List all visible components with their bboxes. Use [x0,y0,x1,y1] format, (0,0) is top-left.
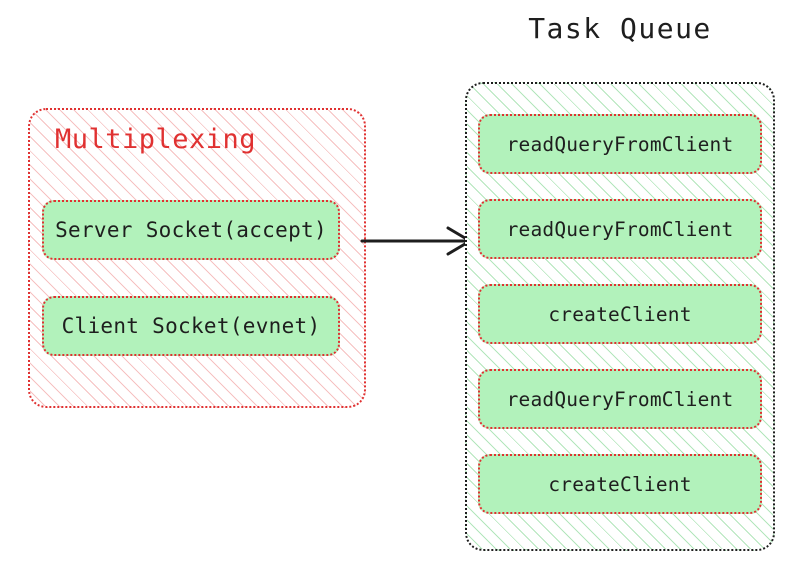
task-queue-item[interactable]: createClient [478,284,762,344]
multiplexing-node-client-socket[interactable]: Client Socket(evnet) [42,296,340,356]
task-queue-title: Task Queue [528,12,712,45]
multiplexing-node-server-socket[interactable]: Server Socket(accept) [42,200,340,260]
arrow-right-icon [360,226,472,256]
task-queue-item[interactable]: readQueryFromClient [478,199,762,259]
task-queue-item[interactable]: readQueryFromClient [478,114,762,174]
multiplexing-title: Multiplexing [55,124,257,155]
task-queue-item[interactable]: readQueryFromClient [478,369,762,429]
task-queue-item[interactable]: createClient [478,454,762,514]
